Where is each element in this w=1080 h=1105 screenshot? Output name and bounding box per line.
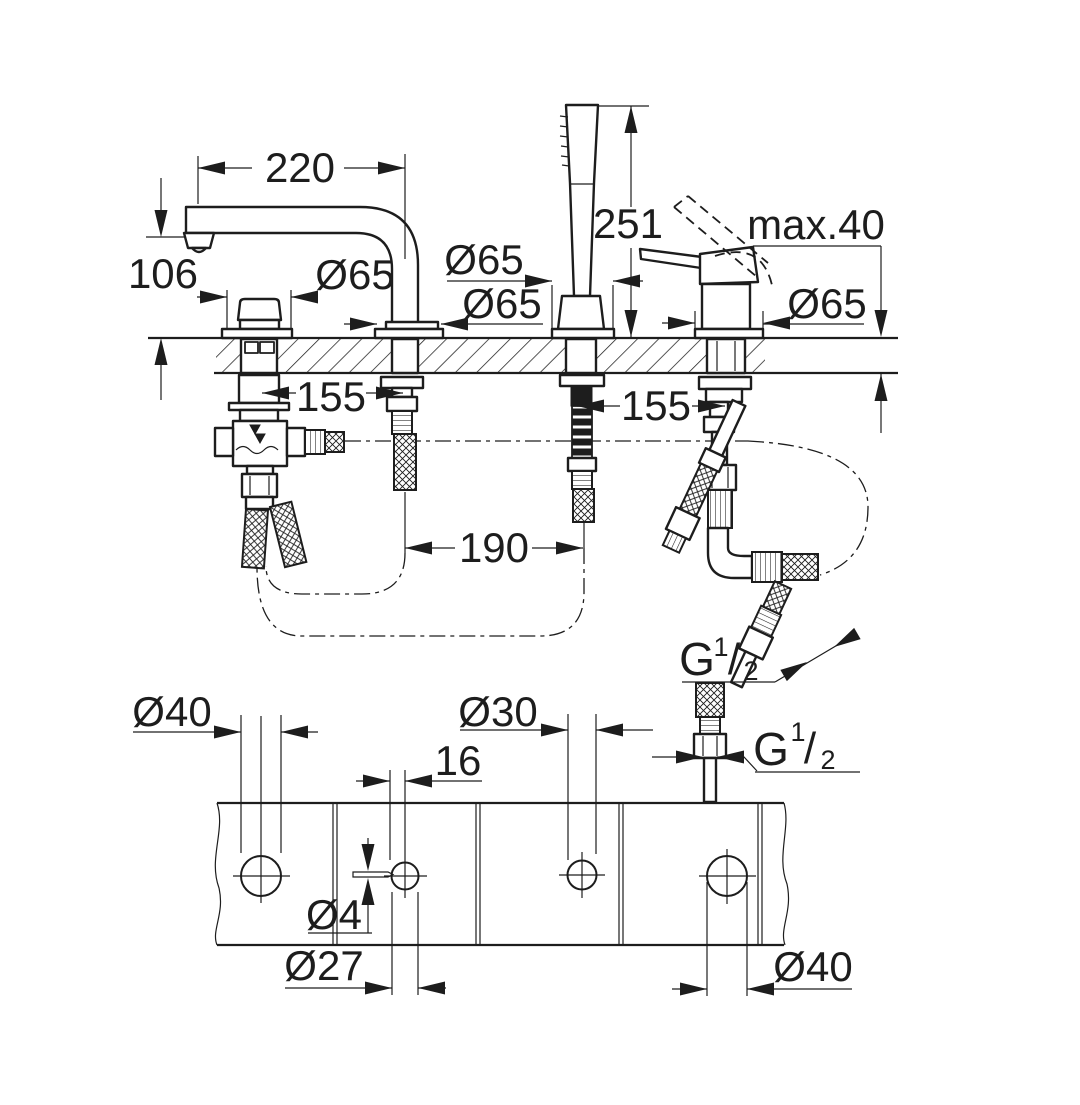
- handshower-hose-upper: [572, 488, 595, 523]
- plan-view: Ø40 Ø30 16: [132, 682, 860, 996]
- dim-hole-valve-label: Ø40: [132, 688, 211, 735]
- dim-spacing-left: 155: [262, 373, 403, 420]
- mixer-body: [700, 282, 752, 331]
- dim-hole-handshower-label: Ø30: [458, 688, 537, 735]
- mixer-cap: [698, 245, 760, 286]
- supply-hose-1: [240, 507, 270, 570]
- handshower-hose-diagonal: [661, 398, 747, 555]
- deck-section: [148, 336, 898, 375]
- strip-joints: [332, 803, 763, 945]
- valve-left-port: [213, 426, 235, 458]
- knob: [236, 297, 283, 322]
- volume-handle-valve: [213, 297, 345, 570]
- dim-hole-spout: Ø27: [284, 892, 446, 995]
- dim-handshower-height-label: 251: [593, 200, 663, 247]
- escutcheon-3: [550, 327, 616, 340]
- strip-left-break: [214, 802, 222, 946]
- valve-right-port: [285, 426, 307, 458]
- mounting-strip: [214, 716, 790, 947]
- escutcheon-1: [220, 327, 294, 340]
- lever-ghost-position: [673, 195, 774, 291]
- dim-spacing-center-label: 190: [459, 524, 529, 571]
- dim-deck-thickness-label: max.40: [747, 201, 885, 248]
- side-view: 220 106 251: [128, 103, 898, 689]
- dim-escutcheon-spout: Ø65: [344, 280, 543, 331]
- dim-spout-projection: 220: [197, 144, 406, 259]
- dim-spout-projection-label: 220: [265, 144, 335, 191]
- escutcheon-4: [693, 327, 765, 340]
- dim-hole-handshower: Ø30: [458, 688, 653, 860]
- dim-spacing-right: 155: [577, 382, 725, 429]
- dim-escutcheon-spout-label: Ø65: [462, 280, 541, 327]
- thread-denominator: 2: [743, 656, 758, 686]
- spout-outlet: [182, 231, 216, 250]
- thread-numerator: 1: [713, 632, 728, 662]
- dim-spacing-left-label: 155: [296, 373, 366, 420]
- dim-spout-height-label: 106: [128, 250, 198, 297]
- dimensions-side: 220 106 251: [128, 105, 888, 686]
- dim-pin-offset-label: 16: [435, 737, 482, 784]
- pin-hole: [352, 871, 395, 878]
- dim-escutcheon-handshower-label: Ø65: [444, 236, 523, 283]
- supply-hose-2: [268, 500, 308, 569]
- escutcheon-2: [373, 327, 445, 340]
- dim-escutcheon-mixer: Ø65: [662, 280, 867, 330]
- thread-g: G: [679, 633, 715, 685]
- dim-escutcheon-handshower: Ø65: [444, 236, 643, 328]
- dim-escutcheon-mixer-label: Ø65: [787, 280, 866, 327]
- spout-connection-hose: [393, 433, 417, 491]
- dim-hole-mixer-label: Ø40: [773, 943, 852, 990]
- hose-end-diagonal: [729, 579, 793, 689]
- hose-loop-outer: [256, 548, 585, 637]
- thread-denominator: 2: [820, 745, 835, 775]
- dim-deck-thickness: max.40: [747, 201, 888, 433]
- dim-hose-thread: G 1 / 2: [679, 627, 861, 686]
- dim-pin-hole-label: Ø4: [306, 891, 362, 938]
- dim-pin-offset: 16: [356, 737, 482, 860]
- thread-g: G: [753, 723, 789, 775]
- hose-protection-spring: [571, 405, 593, 459]
- lever-handle-mixer: [638, 195, 819, 689]
- dim-connection-thread: G 1 / 2: [652, 717, 860, 775]
- handshower-cradle: [556, 294, 606, 331]
- dimensions-plan: Ø40 Ø30 16: [132, 688, 860, 996]
- dim-hole-spout-label: Ø27: [284, 942, 363, 989]
- dim-escutcheon-valve: Ø65: [197, 251, 395, 329]
- dim-hole-valve: Ø40: [132, 688, 318, 853]
- thread-slash: /: [804, 724, 817, 773]
- spray-ticks: [559, 115, 570, 167]
- thread-numerator: 1: [790, 717, 805, 747]
- hose-horizontal: [781, 553, 819, 581]
- hose-loop-inner: [265, 552, 406, 595]
- dim-spout-height: 106: [128, 178, 198, 400]
- deck-hatch: [216, 339, 765, 373]
- dim-spacing-right-label: 155: [621, 382, 691, 429]
- spout: [182, 205, 445, 491]
- dim-pin-hole: Ø4: [306, 838, 375, 938]
- thread-slash: /: [728, 635, 741, 684]
- strip-right-break: [782, 802, 790, 946]
- dim-handshower-height: 251: [593, 105, 663, 337]
- dim-hole-mixer: Ø40: [672, 882, 853, 996]
- aerator: [190, 246, 208, 254]
- handshower: [550, 103, 616, 523]
- dim-spacing-center: 190: [404, 492, 585, 571]
- dim-escutcheon-valve-label: Ø65: [315, 251, 394, 298]
